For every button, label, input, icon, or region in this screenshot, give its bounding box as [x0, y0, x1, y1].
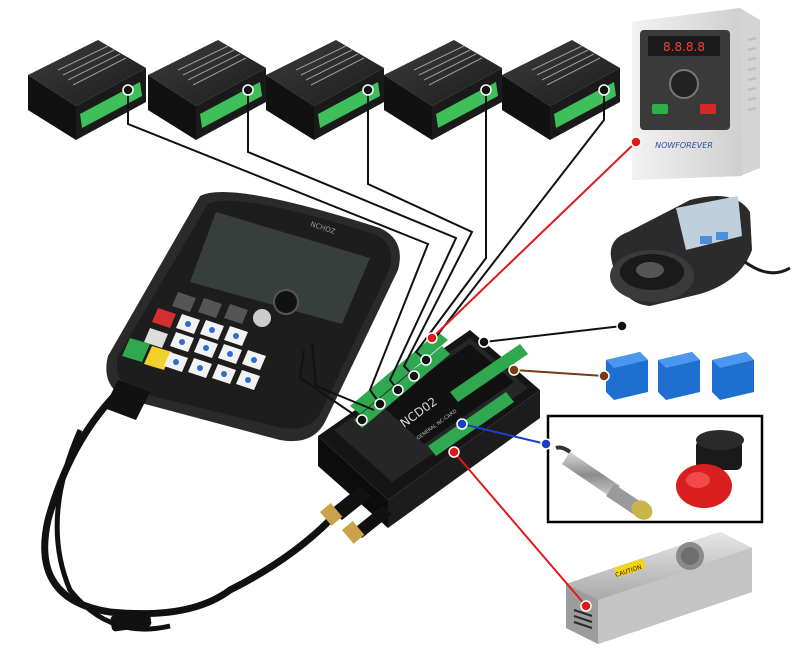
- vfd-display-value: 8.8.8.8: [663, 40, 705, 54]
- vfd-stop-button[interactable]: [700, 104, 716, 114]
- motor-terminals: [350, 332, 448, 414]
- wire-inputs: [461, 423, 547, 445]
- wire-driver-3: [367, 90, 474, 377]
- wire-driver-5: [431, 90, 605, 343]
- vfd-run-button[interactable]: [652, 104, 668, 114]
- pendant-screen: [190, 212, 370, 324]
- nc-control-board: NCD02 GENERAL NC-CARD: [318, 330, 540, 544]
- proximity-sensor: [555, 445, 653, 520]
- pendant-keypad: [122, 292, 271, 390]
- input-terminals: [428, 392, 514, 456]
- wire-endpoints: [122, 84, 642, 612]
- relay-2: [658, 352, 700, 400]
- io-terminals: [450, 344, 528, 402]
- wire-driver-2: [247, 90, 458, 391]
- wire-driver-4: [414, 90, 487, 361]
- pendant-connector: [330, 486, 372, 520]
- reset-key[interactable]: [152, 308, 176, 328]
- wire-power: [453, 451, 587, 607]
- power-supply: CAUTION: [566, 532, 752, 644]
- vfd-dial: [669, 69, 699, 99]
- relay-1: [606, 352, 648, 400]
- vfd-brand: NOWFOREVER: [655, 141, 713, 150]
- wire-handwheel: [483, 325, 623, 343]
- vfd-inverter: 8.8.8.8 NOWFOREVER: [632, 8, 760, 180]
- start-key[interactable]: [122, 338, 150, 362]
- relay-3: [712, 352, 754, 400]
- wires: [127, 90, 637, 607]
- emergency-stop: [676, 430, 744, 508]
- nc-pendant: NCHOZ: [41, 192, 400, 632]
- wire-driver-1: [127, 90, 430, 405]
- handwheel-mpg: [610, 196, 791, 306]
- feed-override-knob[interactable]: [273, 289, 299, 315]
- wire-vfd: [431, 141, 637, 339]
- vfd-display: [648, 36, 720, 56]
- wire-relay: [513, 369, 605, 377]
- key[interactable]: [144, 328, 168, 348]
- stepper-driver-2: [148, 40, 266, 140]
